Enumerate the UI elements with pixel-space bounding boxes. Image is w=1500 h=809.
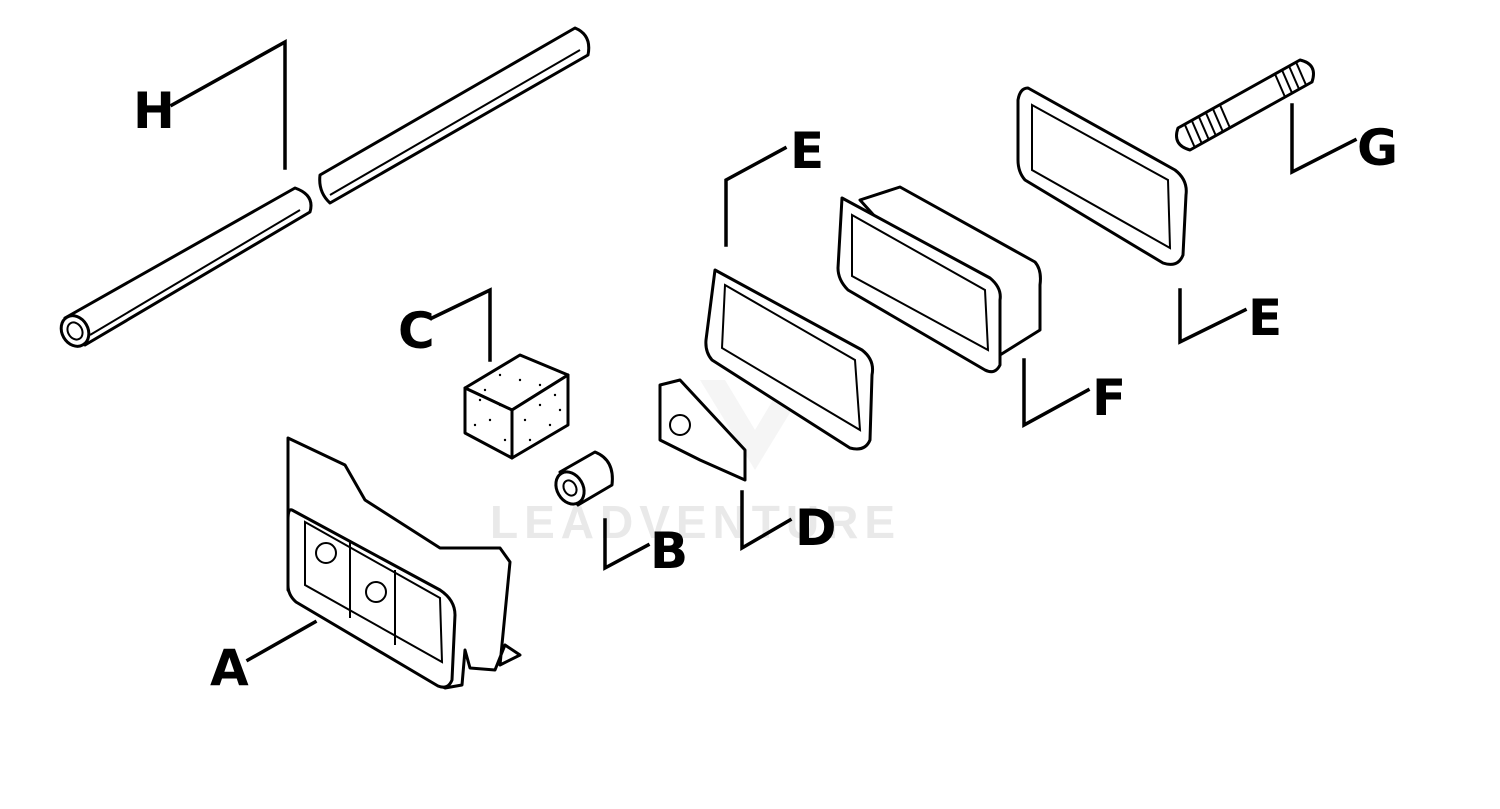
leader-a [245,619,318,663]
part-b-bushing [554,450,614,507]
part-e-gasket-right [1016,86,1188,266]
label-a: A [210,639,249,697]
watermark-text: LEADVENTURE [490,496,901,548]
leader-h [169,39,287,170]
part-f-frame [836,185,1042,374]
label-g: G [1357,119,1398,177]
label-b: B [650,522,688,580]
label-c: C [398,302,435,360]
part-c-foam-block [463,353,570,460]
part-d-tab-plate [658,378,747,482]
part-h-rod [59,26,591,348]
leader-f [1022,358,1091,428]
label-e-upper: E [790,122,824,180]
label-d: D [795,499,837,557]
leader-e-lower [1178,288,1248,345]
leader-c [429,287,492,362]
part-a-bracket [286,436,522,690]
part-e-gasket-left [704,268,874,451]
leader-d [740,490,793,552]
leader-g [1290,103,1358,175]
label-h: H [133,82,175,140]
label-e-lower: E [1248,289,1282,347]
label-f: F [1092,369,1126,427]
part-g-stud [1175,58,1315,152]
leader-e-upper [724,145,788,247]
leader-b [603,518,651,571]
